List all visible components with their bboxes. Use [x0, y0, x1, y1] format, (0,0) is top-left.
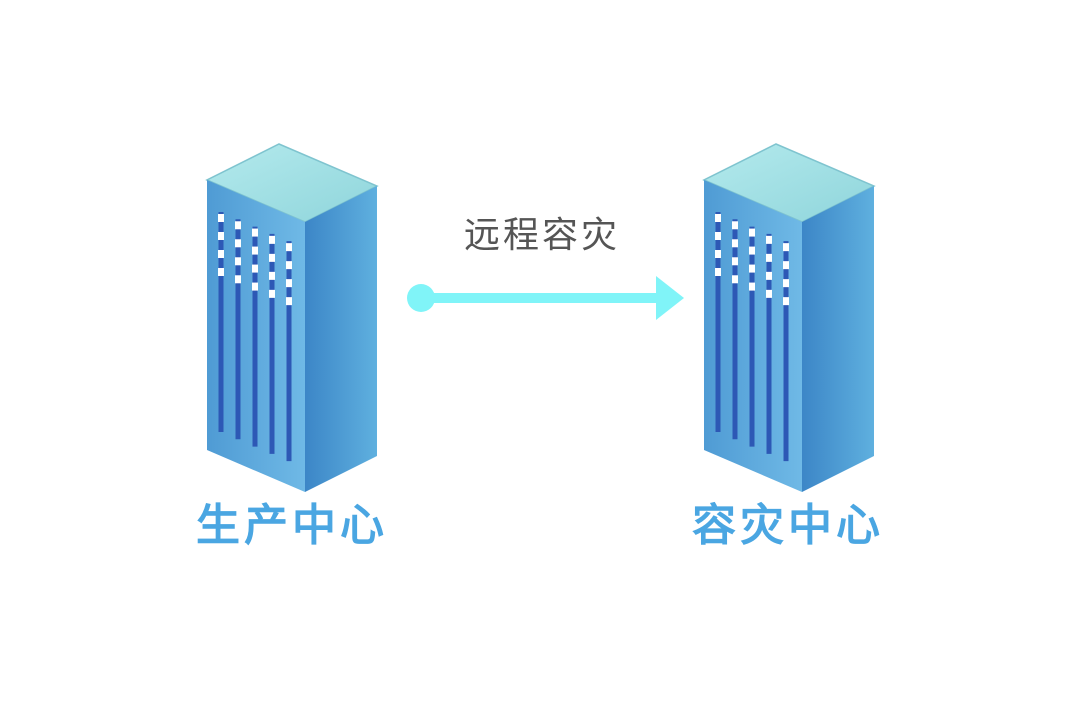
building-window	[269, 290, 275, 298]
building-side	[305, 186, 377, 492]
building-window	[286, 261, 292, 269]
building-window	[749, 229, 755, 237]
production-center-label: 生产中心	[132, 500, 452, 552]
building-window	[783, 243, 789, 251]
building-window	[252, 229, 258, 237]
building-window	[766, 254, 772, 262]
arrow-right-icon	[407, 276, 684, 320]
building-window	[715, 250, 721, 258]
building-window	[749, 247, 755, 255]
building-window	[252, 247, 258, 255]
arrow-tail-dot	[407, 284, 435, 312]
building-window	[286, 279, 292, 287]
building-window	[286, 243, 292, 251]
connection-label: 远程容灾	[422, 213, 662, 259]
building-window	[269, 236, 275, 244]
building-window	[235, 275, 241, 283]
building-window	[783, 279, 789, 287]
building-window	[252, 265, 258, 273]
building-window	[218, 250, 224, 258]
building-window	[783, 297, 789, 305]
building-window	[252, 283, 258, 291]
building-window	[766, 236, 772, 244]
building-window	[732, 239, 738, 247]
building-window	[749, 265, 755, 273]
arrow-head	[656, 276, 684, 320]
building-window	[218, 232, 224, 240]
building-window	[286, 297, 292, 305]
building-window	[766, 272, 772, 280]
building-window	[715, 232, 721, 240]
building-window	[715, 268, 721, 276]
server-building-icon	[704, 144, 874, 492]
building-window	[235, 239, 241, 247]
building-window	[235, 257, 241, 265]
building-window	[732, 275, 738, 283]
building-window	[766, 290, 772, 298]
building-window	[749, 283, 755, 291]
building-window	[732, 257, 738, 265]
building-window	[218, 268, 224, 276]
building-window	[269, 272, 275, 280]
dr-center-label: 容灾中心	[628, 500, 948, 552]
building-window	[218, 214, 224, 222]
building-side	[802, 186, 874, 492]
building-window	[732, 221, 738, 229]
building-window	[269, 254, 275, 262]
building-window	[235, 221, 241, 229]
building-window	[715, 214, 721, 222]
server-building-icon	[207, 144, 377, 492]
building-window	[783, 261, 789, 269]
